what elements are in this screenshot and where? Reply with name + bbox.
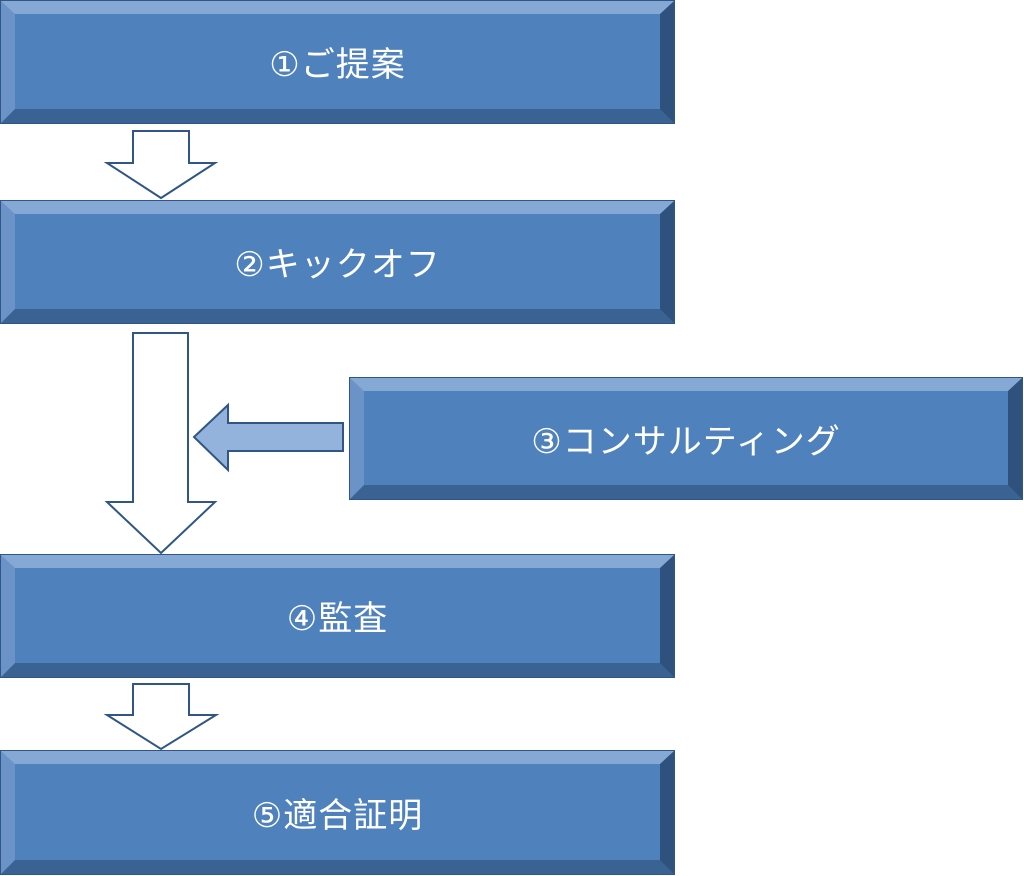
down-arrow-icon-1 [103, 130, 219, 200]
step-proposal-box: ①ご提案 [0, 0, 675, 124]
down-arrow-icon-2 [104, 332, 218, 555]
left-arrow-icon [192, 402, 344, 473]
step-certification-box: ⑤適合証明 [0, 750, 675, 875]
step-certification-label: ⑤適合証明 [251, 795, 424, 836]
step-audit-label: ④監査 [286, 599, 389, 639]
step-consulting-label: ③コンサルティング [531, 421, 841, 462]
step-kickoff-label: ②キックオフ [234, 245, 441, 285]
step-consulting-box: ③コンサルティング [349, 377, 1023, 500]
step-kickoff-box: ②キックオフ [0, 200, 675, 324]
step-audit-box: ④監査 [0, 554, 675, 678]
down-arrow-icon-3 [103, 683, 220, 751]
step-proposal-label: ①ご提案 [269, 45, 406, 85]
